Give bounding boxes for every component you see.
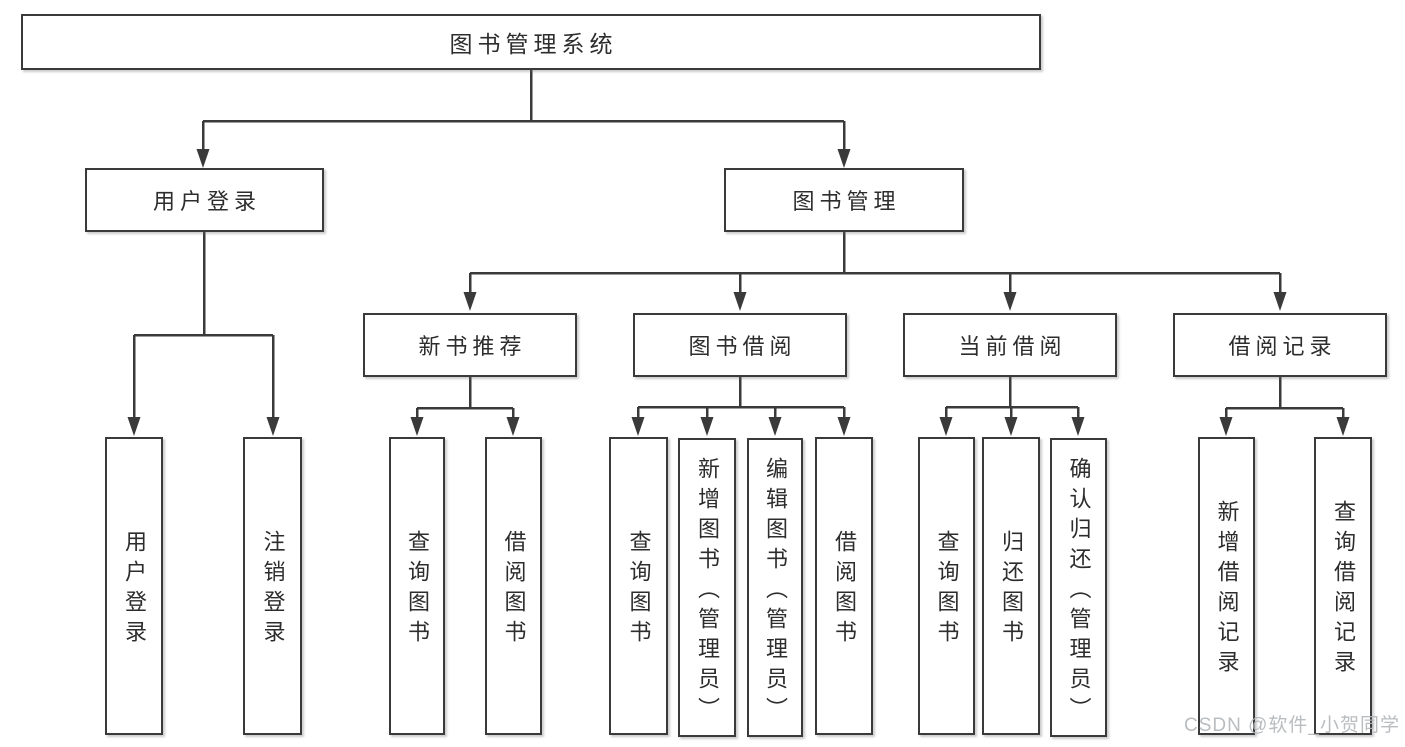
node-book-management-label: 图书管理 <box>792 189 901 214</box>
arrowhead <box>1273 292 1287 311</box>
node-book-borrow: 图书借阅 <box>633 313 847 377</box>
arrowhead <box>1003 292 1017 311</box>
node-root: 图书管理系统 <box>21 14 1041 70</box>
leaf-records-query-label: 查询借阅记录 <box>1331 500 1356 680</box>
connector-current-borrow <box>944 377 1080 420</box>
arrowhead <box>700 417 714 436</box>
node-book-borrow-label: 图书借阅 <box>688 334 797 359</box>
leaf-newbooks-borrow-label: 借阅图书 <box>501 530 527 650</box>
leaf-newbooks-query: 查询图书 <box>389 437 445 735</box>
arrowhead <box>1071 417 1085 436</box>
connector-user-login <box>132 232 275 420</box>
node-user-login-label: 用户登录 <box>152 189 261 214</box>
leaf-records-add: 新增借阅记录 <box>1198 437 1255 735</box>
leaf-records-query: 查询借阅记录 <box>1314 437 1372 735</box>
arrowhead <box>631 417 645 436</box>
connector-new-books <box>415 377 515 420</box>
leaf-logout: 注销登录 <box>243 437 302 735</box>
arrowhead <box>768 417 782 436</box>
csdn-watermark: CSDN @软件_小贺同学 <box>1184 715 1400 736</box>
node-new-books: 新书推荐 <box>363 313 577 377</box>
arrowhead <box>506 417 520 436</box>
arrowhead <box>196 149 210 168</box>
node-current-borrow: 当前借阅 <box>903 313 1117 377</box>
leaf-user-login-label: 用户登录 <box>122 530 147 650</box>
leaf-bookborrow-edit-admin: 编辑图书（管理员） <box>747 438 803 737</box>
leaf-current-confirm-admin: 确认归还（管理员） <box>1050 438 1107 737</box>
connector-book-borrow <box>636 377 846 420</box>
leaf-bookborrow-edit-admin-label: 编辑图书（管理员） <box>763 456 788 727</box>
connector-borrow-records <box>1224 377 1345 420</box>
connector-book-management <box>468 232 1282 295</box>
leaf-bookborrow-borrow-label: 借阅图书 <box>832 530 857 650</box>
arrowhead <box>1336 417 1350 436</box>
leaf-newbooks-query-label: 查询图书 <box>405 530 430 650</box>
arrowhead <box>266 417 280 436</box>
leaf-newbooks-borrow: 借阅图书 <box>485 437 542 735</box>
leaf-current-return: 归还图书 <box>982 437 1040 735</box>
arrowhead <box>837 149 851 168</box>
arrowhead <box>410 417 424 436</box>
arrowhead <box>733 292 747 311</box>
leaf-user-login: 用户登录 <box>105 437 163 735</box>
leaf-bookborrow-add-admin-label: 新增图书（管理员） <box>695 456 720 727</box>
leaf-bookborrow-query-label: 查询图书 <box>626 530 652 650</box>
node-user-login: 用户登录 <box>85 168 324 232</box>
node-borrow-records-label: 借阅记录 <box>1228 334 1337 359</box>
leaf-records-add-label: 新增借阅记录 <box>1214 500 1240 680</box>
leaf-current-query: 查询图书 <box>918 437 975 735</box>
node-book-management: 图书管理 <box>724 168 964 232</box>
arrowhead <box>127 417 141 436</box>
leaf-bookborrow-add-admin: 新增图书（管理员） <box>678 438 736 737</box>
arrowhead <box>463 292 477 311</box>
node-root-label: 图书管理系统 <box>449 31 618 57</box>
node-current-borrow-label: 当前借阅 <box>958 334 1067 359</box>
leaf-bookborrow-query: 查询图书 <box>609 437 668 735</box>
arrowhead <box>1219 417 1233 436</box>
connector-root <box>201 70 846 150</box>
leaf-current-confirm-admin-label: 确认归还（管理员） <box>1066 456 1092 727</box>
leaf-bookborrow-borrow: 借阅图书 <box>815 437 873 735</box>
node-borrow-records: 借阅记录 <box>1173 313 1387 377</box>
node-new-books-label: 新书推荐 <box>418 334 527 359</box>
leaf-current-query-label: 查询图书 <box>934 530 960 650</box>
leaf-current-return-label: 归还图书 <box>999 530 1024 650</box>
arrowhead <box>939 417 953 436</box>
leaf-logout-label: 注销登录 <box>260 530 286 650</box>
arrowhead <box>837 417 851 436</box>
arrowhead <box>1004 417 1018 436</box>
